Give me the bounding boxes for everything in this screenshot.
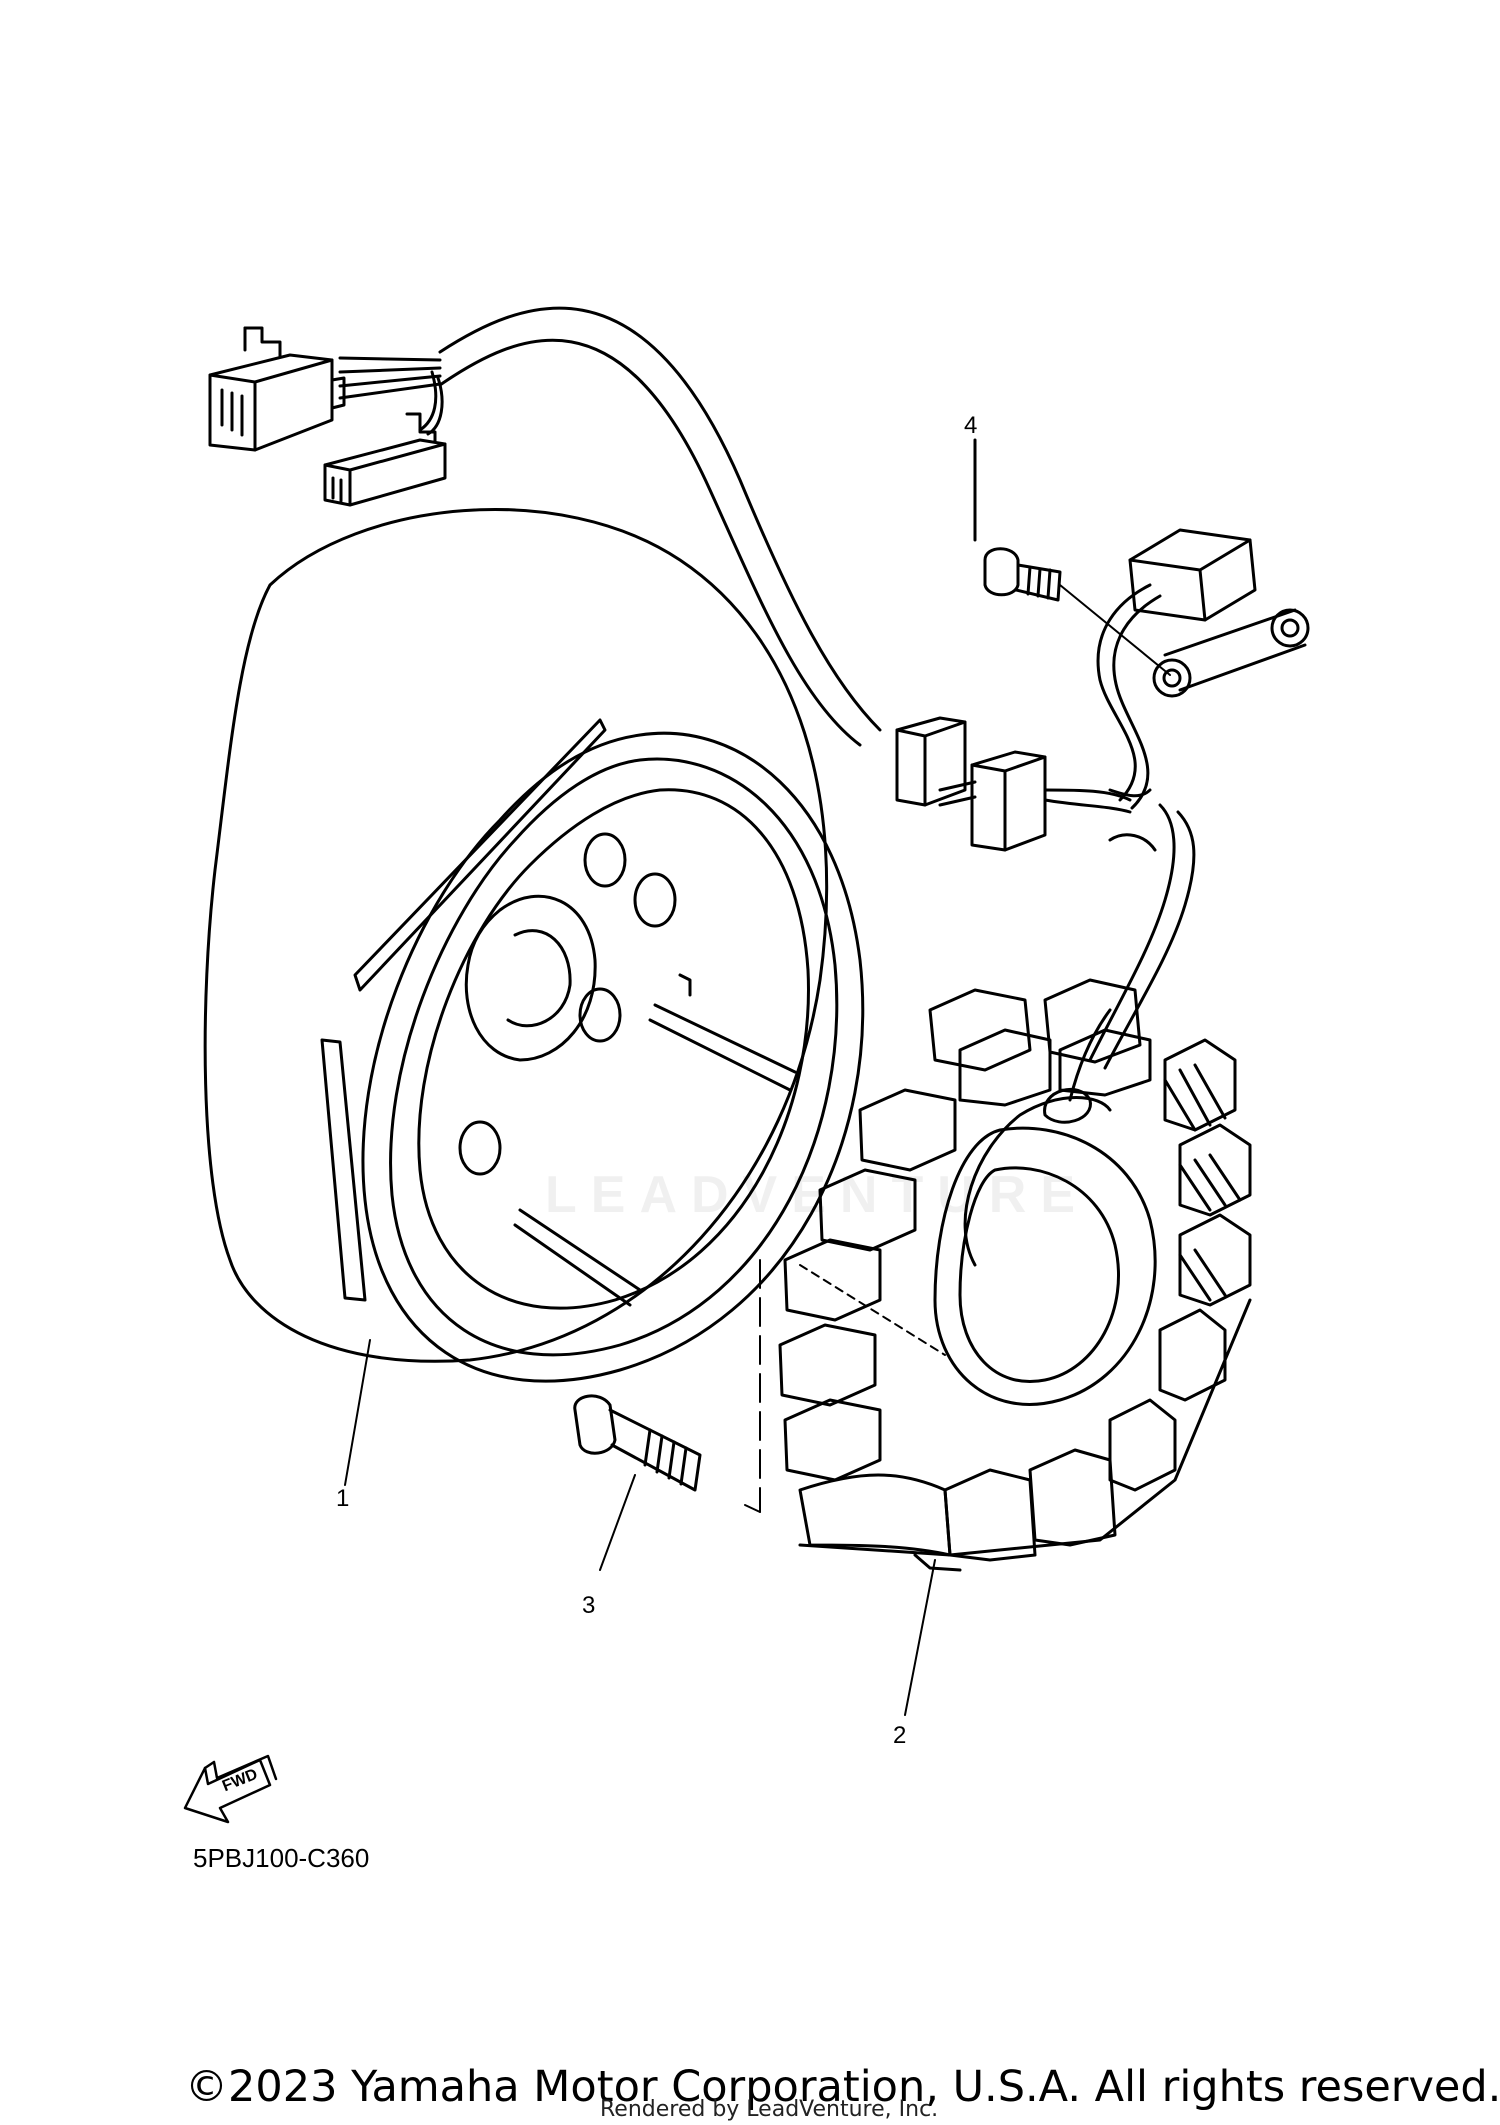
screw-4 bbox=[983, 547, 1062, 602]
diagram-code: 5PBJ100-C360 bbox=[193, 1843, 370, 1873]
pickup-coil-wire bbox=[1096, 583, 1162, 810]
copyright-notice: ©2023 Yamaha Motor Corporation, U.S.A. A… bbox=[185, 2062, 1500, 2112]
pickup-coil bbox=[1128, 528, 1310, 698]
rendered-by-note: Rendered by LeadVenture, Inc. bbox=[600, 2097, 939, 2122]
stator-assembly bbox=[778, 803, 1252, 1572]
leader-line-1 bbox=[344, 1339, 371, 1486]
fwd-arrow-icon bbox=[183, 1754, 278, 1824]
harness-connector-large bbox=[208, 326, 346, 452]
inline-connector-pair bbox=[895, 716, 1132, 852]
leader-line-2 bbox=[904, 1559, 936, 1716]
bolt-3-line bbox=[744, 1504, 761, 1513]
harness-connector-small bbox=[323, 412, 447, 507]
screw-4-line bbox=[1059, 584, 1171, 676]
callout-2: 2 bbox=[893, 1722, 907, 1749]
leader-line-3 bbox=[599, 1474, 636, 1571]
callout-3: 3 bbox=[582, 1592, 596, 1619]
wire-harness bbox=[338, 306, 882, 747]
watermark: LEADVENTURE bbox=[545, 1166, 1090, 1224]
callout-4: 4 bbox=[964, 412, 978, 439]
callout-1: 1 bbox=[336, 1485, 350, 1512]
flywheel-rotor bbox=[203, 508, 865, 1383]
bolt-3 bbox=[573, 1394, 702, 1492]
